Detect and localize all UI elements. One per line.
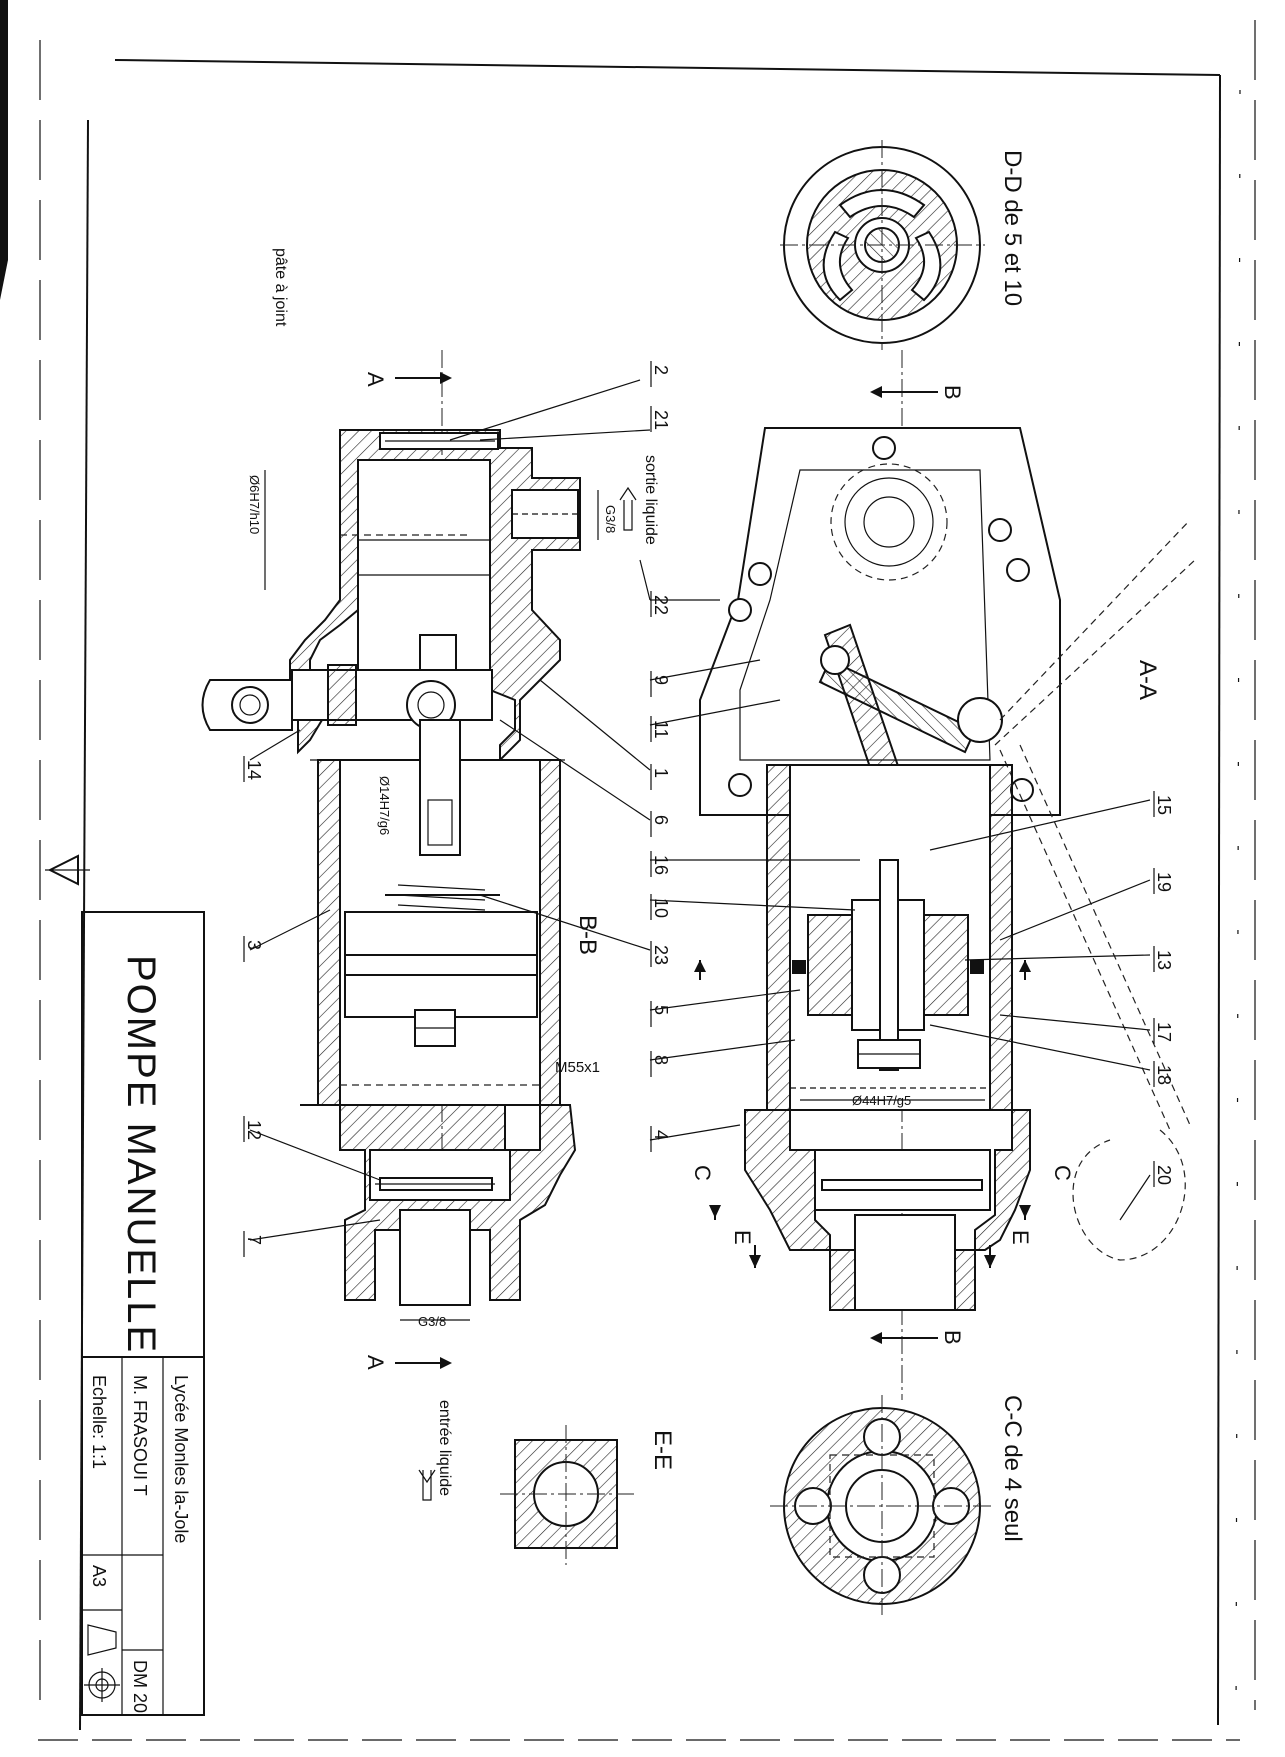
dim-pipe-top: G3/8 (603, 505, 618, 533)
view-ee-label: E-E (649, 1430, 676, 1470)
part-number-tag: 21 (651, 410, 671, 430)
scale-label: Echelle: 1:1 (89, 1375, 109, 1469)
part-number-tag: 1 (651, 768, 671, 778)
sheet-frame (38, 20, 1256, 1741)
part-number-tag: 12 (244, 1120, 264, 1140)
outlet-arrow-icon (619, 486, 637, 531)
school-name: Lycée Monles la-Jole (171, 1375, 191, 1543)
cut-plane-a (395, 372, 452, 1369)
part-number-tag: 6 (651, 815, 671, 825)
part-tags-right: 15 19 13 17 18 20 (1153, 791, 1174, 1187)
format-label: A3 (89, 1565, 109, 1587)
part-number-tag: 13 (1154, 950, 1174, 970)
part-number-tag: 9 (651, 675, 671, 685)
cut-plane-markers (694, 386, 1031, 1344)
part-number-tag: 23 (651, 945, 671, 965)
cut-e-right: E (1008, 1230, 1033, 1245)
view-cc-section (770, 1395, 995, 1615)
part-number-tag: 2 (651, 365, 671, 375)
cut-c-right: C (1050, 1165, 1075, 1181)
part-number-tag: 8 (651, 1055, 671, 1065)
inlet-arrow-icon (418, 1469, 436, 1501)
part-number-tag: 20 (1154, 1165, 1174, 1185)
dim-pipe-bottom: G3/8 (418, 1314, 446, 1329)
dimension-labels: Ø6H7/h10 G3/8 Ø14H7/g6 M55x1 G3/8 Ø44H7/… (247, 470, 985, 1329)
view-aa-label: A-A (1134, 660, 1161, 700)
dim-thread: M55x1 (555, 1059, 600, 1076)
cut-c-left: C (690, 1165, 715, 1181)
drawing-number: DM 20 (130, 1660, 150, 1713)
part-number-tag: 10 (651, 898, 671, 918)
part-number-tag: 5 (651, 1005, 671, 1015)
cut-e-left: E (730, 1230, 755, 1245)
part-number-tag: 19 (1154, 872, 1174, 892)
part-number-tag: 11 (651, 720, 671, 739)
dim-bore-top: Ø6H7/h10 (247, 475, 262, 534)
view-cc-label: C-C de 4 seul (999, 1395, 1026, 1542)
cut-a-bottom: A (363, 1355, 388, 1370)
leader-lines (249, 379, 1151, 1241)
part-number-tag: 3 (244, 940, 264, 950)
view-bb-section (201, 350, 581, 1369)
dim-pin-fit: Ø14H7/g6 (377, 776, 392, 835)
projection-symbol-icon (84, 1624, 120, 1702)
cut-b-top: B (940, 385, 965, 400)
view-labels: D-D de 5 et 10 A-A B-B C-C de 4 seul E-E… (272, 150, 1161, 1542)
part-number-tag: 14 (244, 760, 264, 780)
part-number-tag: 4 (651, 1130, 671, 1140)
view-dd-label: D-D de 5 et 10 (999, 150, 1026, 306)
cut-a-top: A (363, 372, 388, 387)
drawing-title: POMPE MANUELLE (119, 955, 163, 1354)
cut-b-bottom: B (940, 1330, 965, 1345)
view-bb-label: B-B (574, 915, 601, 955)
inlet-label: entrée liquide (436, 1400, 453, 1496)
part-number-tag: 7 (244, 1235, 264, 1245)
part-number-tag: 18 (1154, 1065, 1174, 1085)
author-name: M. FRASOUI T (130, 1375, 150, 1496)
outlet-label: sortie liquide (642, 455, 659, 545)
title-block: POMPE MANUELLE Lycée Monles la-Jole M. F… (81, 911, 205, 1716)
part-number-tag: 15 (1154, 795, 1174, 815)
part-number-tag: 17 (1154, 1022, 1174, 1042)
view-dd-section (780, 140, 985, 350)
view-ee-section (500, 1425, 635, 1565)
part-number-tag: 16 (651, 855, 671, 875)
view-aa-section (694, 350, 1196, 1400)
part-number-tag: 22 (651, 595, 671, 615)
scan-edge-artefact (0, 0, 8, 300)
paste-seal-label: pâte à joint (272, 248, 289, 327)
